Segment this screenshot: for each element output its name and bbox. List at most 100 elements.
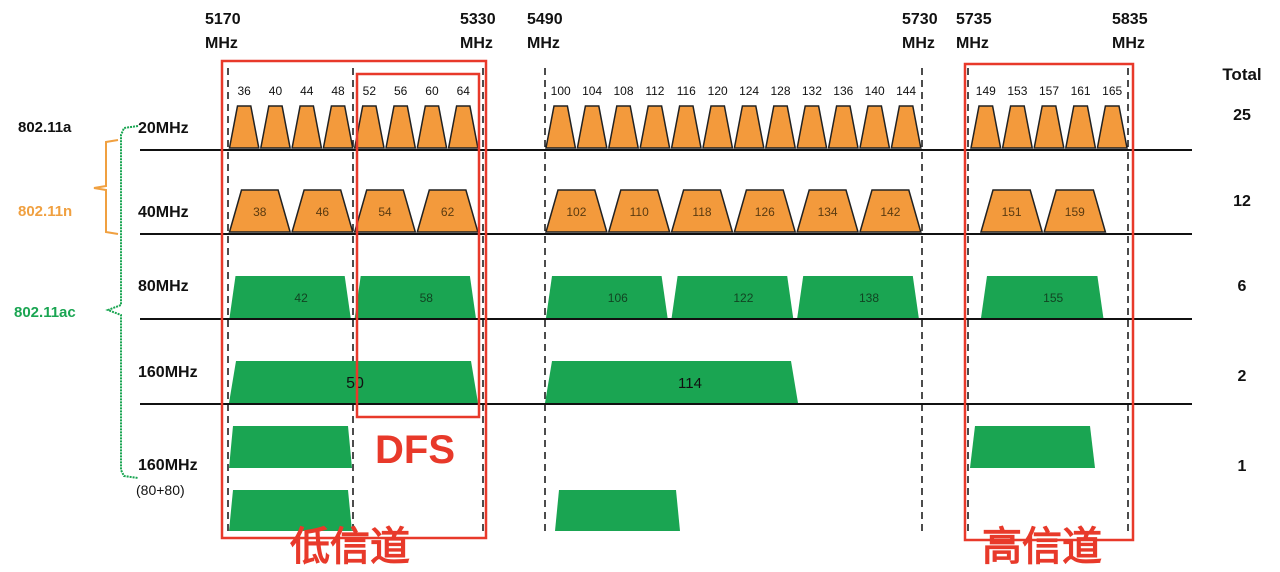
channel-20mhz-number: 104 xyxy=(582,84,602,98)
channel-20mhz-number: 36 xyxy=(237,84,251,98)
channel-40mhz-shape xyxy=(859,189,922,233)
ac-bracket xyxy=(105,125,139,479)
channel-20mhz-number: 48 xyxy=(331,84,345,98)
frequency-label-mhz: 5835 xyxy=(1112,11,1148,28)
channel-80mhz-number: 138 xyxy=(859,291,879,305)
row-label: 80MHz xyxy=(138,278,189,295)
frequency-label-mhz: 5490 xyxy=(527,11,563,28)
channel-40mhz-number: 134 xyxy=(818,205,838,219)
channel-40mhz-shape xyxy=(228,189,292,233)
channel-80mhz-shape xyxy=(671,276,794,318)
channel-40mhz-number: 46 xyxy=(316,205,330,219)
channel-40mhz-shape xyxy=(733,189,797,233)
row-total: 12 xyxy=(1233,193,1251,210)
channel-20mhz-shape xyxy=(385,105,417,149)
channel-20mhz-shape xyxy=(447,105,479,149)
channel-20mhz-shape xyxy=(1033,105,1065,149)
channel-80mhz-shape xyxy=(981,276,1104,318)
channel-20mhz-number: 40 xyxy=(269,84,283,98)
frequency-label-unit: MHz xyxy=(956,35,989,52)
high-band-label: 高信道 xyxy=(982,525,1102,569)
channel-20mhz-number: 165 xyxy=(1102,84,1122,98)
channel-80mhz-shape xyxy=(797,276,919,318)
channel-80mhz-number: 155 xyxy=(1043,291,1063,305)
row-label: 40MHz xyxy=(138,204,189,221)
frequency-label-unit: MHz xyxy=(902,35,935,52)
channel-20mhz-number: 132 xyxy=(802,84,822,98)
dfs-box xyxy=(355,72,481,419)
channel-20mhz-shape xyxy=(228,105,260,149)
frequency-label-mhz: 5170 xyxy=(205,11,241,28)
channel-40mhz-shape xyxy=(545,189,608,233)
channel-20mhz-shape xyxy=(416,105,448,149)
channel-20mhz-number: 100 xyxy=(551,84,571,98)
row-total: 6 xyxy=(1238,278,1247,295)
row-total: 2 xyxy=(1238,368,1247,385)
channel-40mhz-number: 110 xyxy=(630,205,649,219)
frequency-label-mhz: 5330 xyxy=(460,11,496,28)
channel-40mhz-shape xyxy=(353,189,417,233)
frequency-label-mhz: 5735 xyxy=(956,11,992,28)
channel-80plus80-shape xyxy=(555,490,680,531)
channel-20mhz-shape xyxy=(607,105,640,149)
standard-802-11n: 802.11n xyxy=(18,203,72,220)
channel-40mhz-shape xyxy=(607,189,671,233)
channel-80mhz-number: 58 xyxy=(420,291,434,305)
channel-20mhz-number: 136 xyxy=(833,84,853,98)
total-header: Total xyxy=(1222,65,1261,84)
frequency-label-unit: MHz xyxy=(460,35,493,52)
channel-20mhz-shape xyxy=(764,105,797,149)
row-sublabel: (80+80) xyxy=(136,482,185,498)
channel-20mhz-number: 140 xyxy=(865,84,885,98)
channel-80mhz-number: 122 xyxy=(733,291,753,305)
low-band-label: 低信道 xyxy=(290,525,410,569)
channel-20mhz-number: 108 xyxy=(613,84,633,98)
channel-80plus80-shape xyxy=(229,490,352,531)
channel-20mhz-number: 153 xyxy=(1007,84,1027,98)
row-label: 160MHz xyxy=(138,364,198,381)
channel-20mhz-number: 64 xyxy=(457,84,471,98)
channel-20mhz-shape xyxy=(639,105,671,149)
n-bracket xyxy=(93,139,119,235)
channel-40mhz-shape xyxy=(670,189,734,233)
row-label: 160MHz xyxy=(138,457,198,474)
channel-80plus80-shape xyxy=(229,426,352,468)
channel-20mhz-number: 56 xyxy=(394,84,408,98)
channel-160mhz-shape xyxy=(545,361,798,403)
channel-160mhz-number: 50 xyxy=(346,375,364,392)
channel-20mhz-shape xyxy=(670,105,702,149)
channel-80mhz-shape xyxy=(229,276,351,318)
channel-40mhz-number: 54 xyxy=(378,205,392,219)
channel-40mhz-number: 62 xyxy=(441,205,455,219)
channel-80plus80-shape xyxy=(970,426,1095,468)
row-label: 20MHz xyxy=(138,120,189,137)
channel-20mhz-shape xyxy=(859,105,891,149)
channel-80mhz-number: 106 xyxy=(608,291,628,305)
low-band-box xyxy=(220,59,488,540)
channel-40mhz-number: 118 xyxy=(692,205,711,219)
channel-20mhz-shape xyxy=(796,105,828,149)
channel-40mhz-number: 159 xyxy=(1065,205,1085,219)
channel-160mhz-number: 114 xyxy=(678,375,702,392)
channel-40mhz-shape xyxy=(980,189,1044,233)
channel-20mhz-shape xyxy=(259,105,292,149)
channel-20mhz-number: 161 xyxy=(1071,84,1091,98)
channel-20mhz-shape xyxy=(827,105,859,149)
channel-20mhz-number: 124 xyxy=(739,84,759,98)
standard-802-11ac: 802.11ac xyxy=(14,304,76,321)
frequency-label-unit: MHz xyxy=(527,35,560,52)
channel-20mhz-shape xyxy=(353,105,385,149)
channel-40mhz-shape xyxy=(1043,189,1107,233)
channel-40mhz-shape xyxy=(796,189,859,233)
channel-20mhz-number: 157 xyxy=(1039,84,1059,98)
channel-40mhz-shape xyxy=(291,189,354,233)
channel-40mhz-number: 38 xyxy=(253,205,267,219)
frequency-label-unit: MHz xyxy=(1112,35,1145,52)
row-total: 25 xyxy=(1233,107,1251,124)
channel-20mhz-number: 149 xyxy=(976,84,996,98)
channel-80mhz-number: 42 xyxy=(294,291,308,305)
channel-40mhz-number: 102 xyxy=(566,205,586,219)
channel-40mhz-shape xyxy=(416,189,479,233)
high-band-box xyxy=(963,62,1135,542)
channel-20mhz-number: 52 xyxy=(363,84,377,98)
